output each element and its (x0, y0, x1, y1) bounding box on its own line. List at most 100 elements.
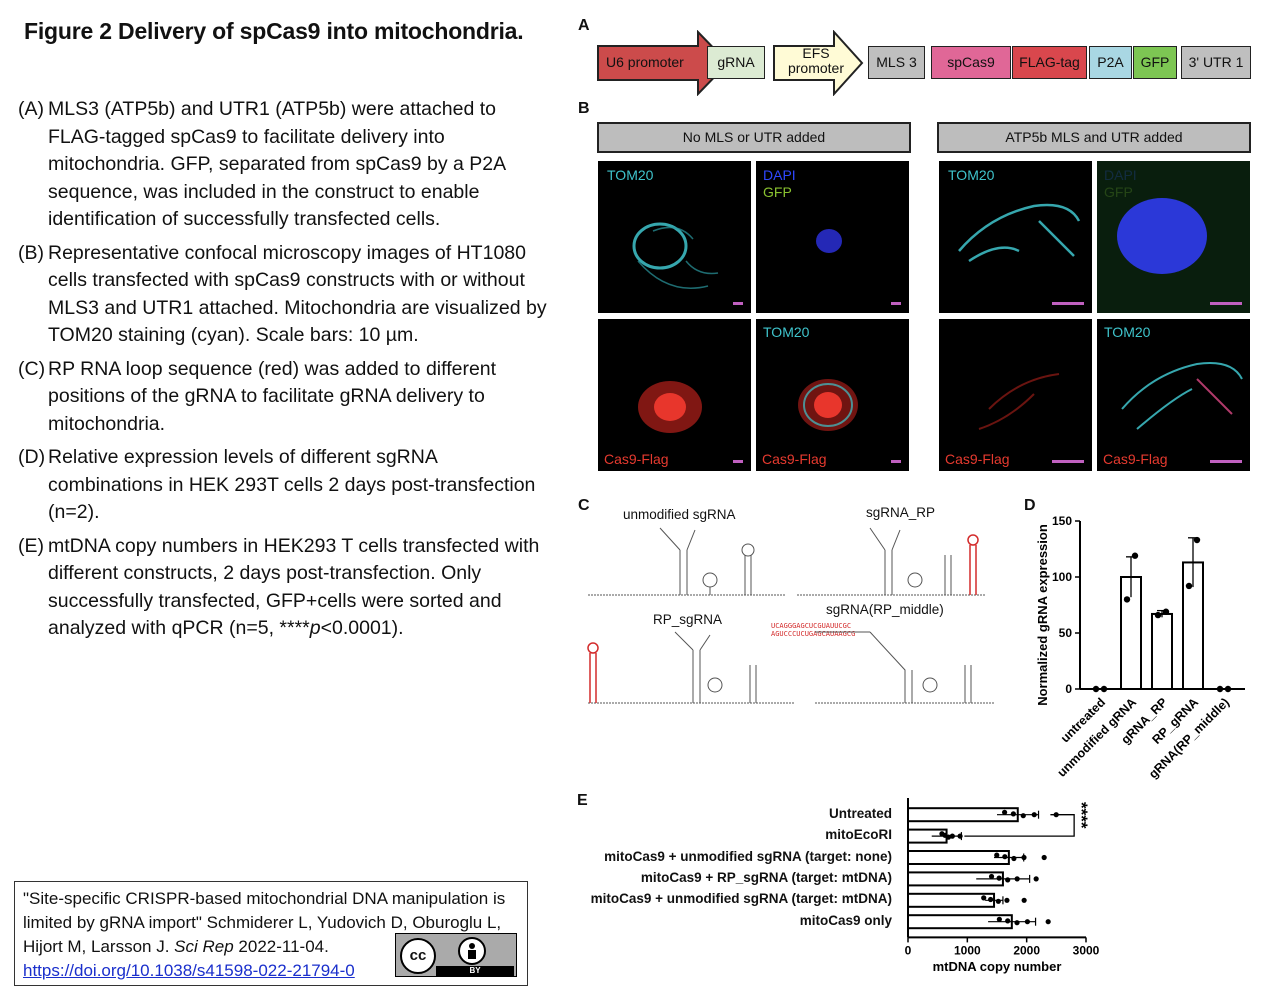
flag-segment: FLAG-tag (1012, 46, 1087, 79)
chart-e-point (996, 916, 1002, 922)
cc-by-icon: cc BY (395, 933, 517, 977)
chart-e-point (1011, 855, 1017, 862)
chart-d-point (1100, 685, 1108, 693)
chart-e-xlabel: mtDNA copy number (933, 959, 1062, 974)
chart-e-point (1005, 877, 1011, 883)
chart-d-point (1123, 596, 1131, 603)
scale-bar (1052, 460, 1084, 463)
chart-e-category: mitoCas9 + unmodified sgRNA (target: non… (604, 849, 892, 864)
caption-tag: (C) (18, 357, 46, 380)
chart-e-point (995, 898, 1001, 904)
chart-e-xtick-label: 3000 (1073, 943, 1100, 957)
citation-box: "Site-specific CRISPR-based mitochondria… (14, 881, 528, 986)
caption-tag: (E) (18, 534, 44, 557)
citation-journal: Sci Rep (174, 937, 234, 956)
chart-e-point (987, 896, 994, 903)
cc-icon: cc (400, 938, 436, 974)
rp-middle-seq-bottom: AGUCCCUCUGAGCAUAAGCG (771, 630, 856, 638)
chart-e-point (996, 875, 1002, 881)
chart-e-point (1004, 897, 1010, 903)
chart-d-point (1162, 608, 1170, 615)
scale-bar (733, 460, 743, 463)
chart-d-ylabel: Normalized gRNA expression (1035, 524, 1050, 706)
caption-text-pre: mtDNA copy numbers in HEK293 T cells tra… (48, 534, 540, 640)
micro-left-merge: TOM20 Cas9-Flag (756, 319, 909, 471)
construct-arrows (597, 30, 864, 96)
gfp-segment: GFP (1133, 46, 1177, 79)
scale-bar (1210, 302, 1242, 305)
gfp-label: GFP (763, 184, 792, 200)
chart-e-point (1031, 812, 1037, 818)
chart-e-bar (907, 892, 996, 908)
caption-text: RP RNA loop sequence (red) was added to … (48, 357, 497, 435)
chart-d-point (1154, 611, 1162, 619)
micro-right-cas9: Cas9-Flag (939, 319, 1092, 471)
citation-text: "Site-specific CRISPR-based mitochondria… (23, 889, 506, 956)
chart-e-point (1002, 854, 1008, 860)
scale-bar (733, 302, 743, 305)
dapi-label: DAPI (763, 167, 796, 183)
chart-e-category: mitoCas9 only (799, 913, 892, 928)
chart-d: Normalized gRNA expression 050100150untr… (1035, 514, 1245, 781)
micro-right-tom20: TOM20 (939, 161, 1092, 313)
chart-d-point (1193, 536, 1201, 544)
chart-e-category: mitoEcoRI (825, 827, 892, 842)
figure-title: Figure 2 Delivery of spCas9 into mitocho… (24, 18, 524, 44)
micro-right-dapi: DAPI GFP (1097, 161, 1250, 313)
cas9-label: Cas9-Flag (945, 451, 1010, 467)
chart-e-point (1010, 811, 1016, 817)
p2a-segment: P2A (1089, 46, 1132, 79)
micro-left-dapi: DAPI GFP (756, 161, 909, 313)
chart-d-ytick-label: 50 (1059, 626, 1073, 640)
scale-bar (891, 302, 901, 305)
chart-e-point (988, 873, 995, 880)
caption-text: mtDNA copy numbers in HEK293 T cells tra… (48, 533, 548, 643)
chart-e-point (1041, 854, 1047, 861)
chart-e-point (1014, 876, 1020, 882)
efs-promoter-label: EFS promoter (787, 45, 845, 76)
panel-label-d: D (1024, 497, 1036, 514)
chart-d-ytick-label: 0 (1065, 682, 1072, 696)
scale-bar (1210, 460, 1242, 463)
caption-tag: (D) (18, 446, 46, 468)
caption-tag: (A) (18, 98, 44, 120)
utr-segment: 3' UTR 1 (1181, 46, 1251, 79)
chart-e-point (1021, 854, 1027, 861)
chart-d-point (1216, 685, 1224, 693)
doi-link[interactable]: https://doi.org/10.1038/s41598-022-21794… (23, 961, 355, 980)
chart-d-bar (1151, 612, 1173, 690)
chart-e-bar (907, 850, 1010, 865)
chart-d-ytick-label: 150 (1052, 514, 1072, 528)
micro-right-merge: TOM20 Cas9-Flag (1097, 319, 1250, 471)
chart-e-point (994, 852, 1000, 858)
cas9-label: Cas9-Flag (604, 451, 669, 467)
grna-segment: gRNA (707, 46, 765, 79)
citation-date: 2022-11-04. (233, 937, 329, 956)
tom20-label: TOM20 (948, 167, 995, 183)
figure-caption: (A) MLS3 (ATP5b) and UTR1 (ATP5b) were a… (18, 96, 548, 649)
rna-title-sgrna-rp: sgRNA_RP (866, 505, 936, 520)
caption-item-a: (A) MLS3 (ATP5b) and UTR1 (ATP5b) were a… (18, 96, 548, 234)
spcas9-segment: spCas9 (931, 46, 1011, 79)
tom20-label: TOM20 (1104, 324, 1151, 340)
chart-e-xtick-label: 2000 (1013, 943, 1040, 957)
micro-left-cas9: Cas9-Flag (598, 319, 751, 471)
panel-label-b: B (578, 100, 590, 117)
cas9-label: Cas9-Flag (1103, 451, 1168, 467)
chart-d-point (1224, 685, 1232, 693)
person-icon (458, 937, 486, 965)
scale-bar (1052, 302, 1084, 305)
chart-e-category: mitoCas9 + unmodified sgRNA (target: mtD… (590, 891, 892, 906)
tom20-label: TOM20 (607, 167, 654, 183)
chart-e-significance-bracket (964, 814, 1075, 837)
chart-e-point (1020, 813, 1026, 819)
caption-tag: (B) (18, 241, 44, 264)
chart-e-point (981, 895, 987, 901)
cas9-label: Cas9-Flag (762, 451, 827, 467)
chart-e-point (1014, 920, 1020, 926)
chart-e-point (1021, 897, 1027, 903)
u6-promoter-label: U6 promoter (606, 54, 684, 70)
caption-text-post: <0.0001). (320, 617, 404, 639)
panel-label-a: A (578, 17, 590, 34)
